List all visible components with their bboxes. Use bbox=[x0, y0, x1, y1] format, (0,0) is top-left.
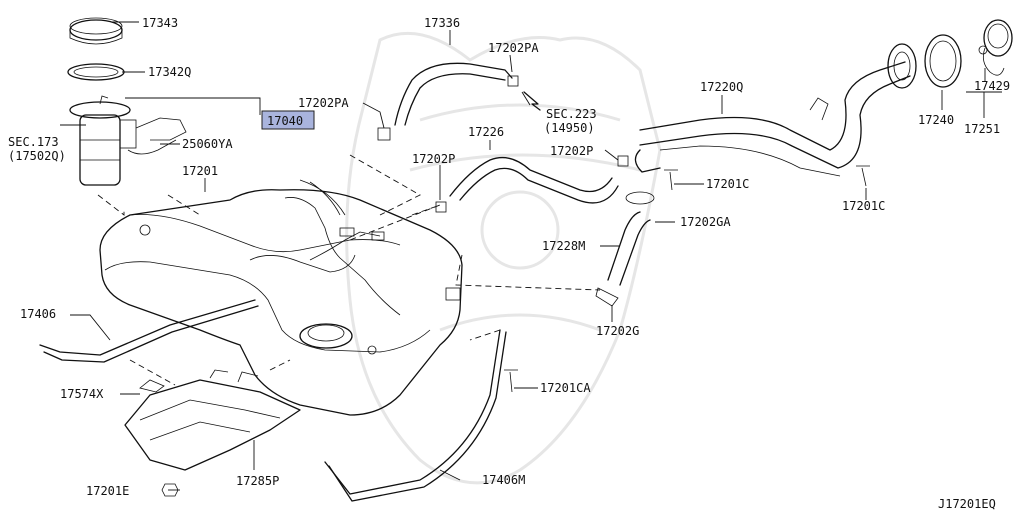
fuel-pump-assembly[interactable] bbox=[67, 17, 187, 186]
label-17202ga[interactable]: 17202GA bbox=[680, 215, 731, 229]
bolts[interactable] bbox=[161, 165, 870, 497]
label-17202pa-left[interactable]: 17202PA bbox=[298, 96, 349, 110]
hose-17228m[interactable] bbox=[607, 211, 651, 286]
label-17429[interactable]: 17429 bbox=[974, 79, 1010, 93]
label-17226[interactable]: 17226 bbox=[468, 125, 504, 139]
label-sec223[interactable]: SEC.223 bbox=[546, 107, 597, 121]
hose-17336[interactable] bbox=[394, 62, 513, 126]
strap-17406[interactable] bbox=[39, 299, 259, 363]
filler-cap[interactable] bbox=[924, 19, 1013, 88]
watermark-logo bbox=[345, 31, 662, 485]
label-17240[interactable]: 17240 bbox=[918, 113, 954, 127]
label-17202p-right[interactable]: 17202P bbox=[550, 144, 593, 158]
part-labels: 17343 17342Q 17040 25060YA SEC.173 (1750… bbox=[8, 16, 1010, 511]
label-17201e[interactable]: 17201E bbox=[86, 484, 129, 498]
label-17202g[interactable]: 17202G bbox=[596, 324, 639, 338]
label-17228m[interactable]: 17228M bbox=[542, 239, 585, 253]
label-sec223-ref: (14950) bbox=[544, 121, 595, 135]
label-17201c-mid[interactable]: 17201C bbox=[706, 177, 749, 191]
heat-shield[interactable] bbox=[124, 369, 301, 471]
label-17342q[interactable]: 17342Q bbox=[148, 65, 191, 79]
label-17220q[interactable]: 17220Q bbox=[700, 80, 743, 94]
label-17251[interactable]: 17251 bbox=[964, 122, 1000, 136]
filler-tube[interactable] bbox=[634, 43, 917, 177]
strap-17406m[interactable] bbox=[324, 329, 507, 502]
label-17336[interactable]: 17336 bbox=[424, 16, 460, 30]
label-17574x[interactable]: 17574X bbox=[60, 387, 104, 401]
label-17202p-mid[interactable]: 17202P bbox=[412, 152, 455, 166]
label-17040[interactable]: 17040 bbox=[267, 114, 303, 128]
label-17201ca[interactable]: 17201CA bbox=[540, 381, 591, 395]
hose-17226[interactable] bbox=[449, 156, 619, 204]
label-17201[interactable]: 17201 bbox=[182, 164, 218, 178]
label-17285p[interactable]: 17285P bbox=[236, 474, 279, 488]
label-17406m[interactable]: 17406M bbox=[482, 473, 525, 487]
leader-lines bbox=[60, 21, 1002, 491]
label-17202pa-top[interactable]: 17202PA bbox=[488, 41, 539, 55]
label-25060ya[interactable]: 25060YA bbox=[182, 137, 233, 151]
label-sec173[interactable]: SEC.173 bbox=[8, 135, 59, 149]
label-17406[interactable]: 17406 bbox=[20, 307, 56, 321]
label-sec173-ref: (17502Q) bbox=[8, 149, 66, 163]
selected-part-highlight bbox=[261, 110, 315, 130]
diagram-id: J17201EQ bbox=[938, 497, 996, 511]
label-17201c-right[interactable]: 17201C bbox=[842, 199, 885, 213]
clamps[interactable] bbox=[377, 75, 655, 307]
fuel-tank[interactable] bbox=[99, 179, 463, 416]
label-17343[interactable]: 17343 bbox=[142, 16, 178, 30]
